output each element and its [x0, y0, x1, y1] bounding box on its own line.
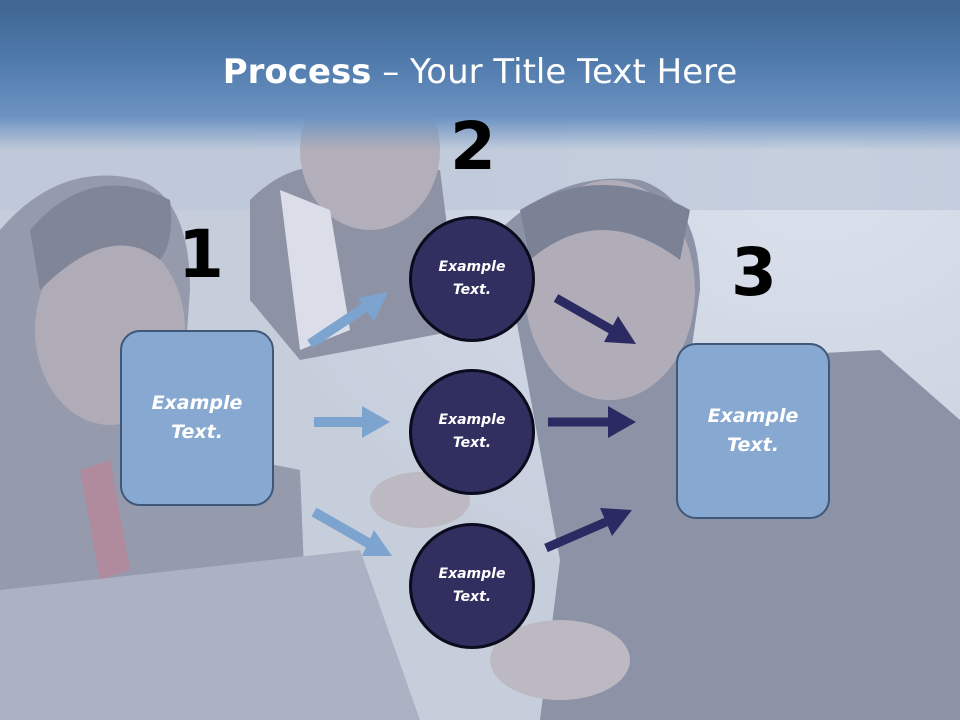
step-3-box: Example Text. — [676, 343, 830, 519]
title-bold: Process — [222, 52, 372, 92]
step-3-text-line1: Example — [707, 405, 799, 427]
slide-title: Process – Your Title Text Here — [0, 52, 960, 92]
circle-top-text-line1: Example — [438, 259, 506, 275]
step-number-2: 2 — [450, 108, 496, 185]
arrow-left-middle — [314, 406, 390, 438]
circle-top-text-line2: Text. — [452, 282, 492, 298]
arrow-right-middle — [548, 406, 636, 438]
step-number-1: 1 — [178, 216, 224, 293]
circle-bottom-text-line1: Example — [438, 566, 506, 582]
title-rest: – Your Title Text Here — [371, 52, 738, 92]
step-2-circle-bottom: Example Text. — [409, 523, 535, 649]
arrow-left-up — [307, 292, 388, 349]
step-1-text-line2: Text. — [171, 421, 223, 443]
step-2-circle-middle: Example Text. — [409, 369, 535, 495]
arrow-left-down — [311, 507, 392, 556]
step-2-circle-top: Example Text. — [409, 216, 535, 342]
circle-middle-text-line1: Example — [438, 412, 506, 428]
step-1-box: Example Text. — [120, 330, 274, 506]
step-1-text-line1: Example — [151, 392, 243, 414]
arrow-right-down — [553, 294, 636, 344]
arrow-right-up — [544, 508, 632, 553]
title-band — [0, 0, 960, 150]
step-3-text-line2: Text. — [727, 434, 779, 456]
circle-bottom-text-line2: Text. — [452, 589, 492, 605]
step-number-3: 3 — [731, 234, 777, 311]
circle-middle-text-line2: Text. — [452, 435, 492, 451]
